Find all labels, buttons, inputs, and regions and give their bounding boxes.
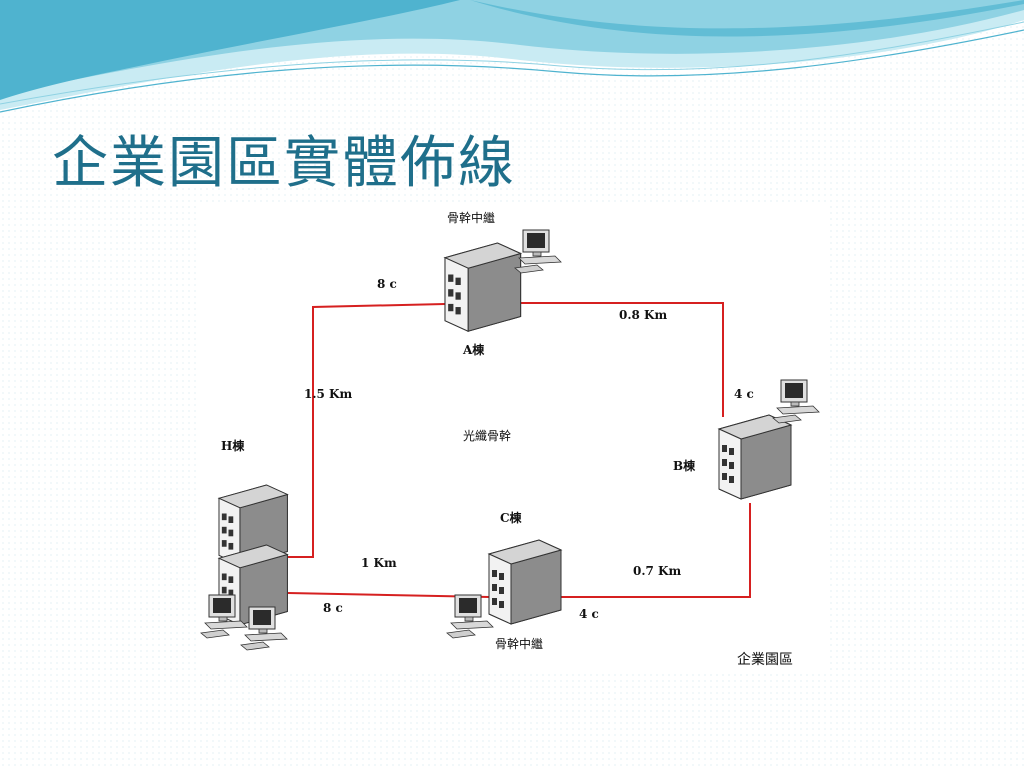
fiber-backbone-label: 光纖骨幹: [463, 429, 512, 443]
distance-h-to-a: 1.5 Km: [304, 387, 353, 401]
backbone-relay-bottom-label: 骨幹中繼: [495, 637, 544, 651]
campus-label: 企業園區: [737, 652, 793, 668]
cable-count-h: 8 c: [323, 601, 343, 615]
diagram-canvas: [200, 229, 820, 651]
distance-a-to-b: 0.8 Km: [619, 308, 668, 322]
fiber-cable: [287, 302, 751, 598]
distance-h-to-c: 1 Km: [361, 556, 397, 570]
building-b-label: B棟: [673, 459, 696, 473]
building-h-label: H棟: [221, 439, 245, 453]
building-c-icon: [488, 539, 562, 625]
computer-icon: [446, 594, 494, 639]
cable-count-b: 4 c: [734, 387, 754, 401]
distance-c-to-b: 0.7 Km: [633, 564, 682, 578]
building-c-label: C棟: [500, 511, 522, 525]
computer-icon: [514, 229, 562, 274]
campus-diagram: 骨幹中繼 8 c 0.8 Km A棟 1.5 Km 4 c 光纖骨幹 H棟 B棟…: [197, 205, 827, 670]
building-a-icon: [444, 242, 522, 332]
building-b-icon: [718, 414, 792, 500]
cable-count-a: 8 c: [377, 277, 397, 291]
backbone-relay-top-label: 骨幹中繼: [447, 211, 496, 225]
slide-title: 企業園區實體佈線: [52, 131, 516, 196]
cable-count-c: 4 c: [579, 607, 599, 621]
header-wave-decoration: [0, 0, 1024, 113]
computer-icon: [772, 379, 820, 424]
building-a-label: A棟: [463, 343, 485, 357]
